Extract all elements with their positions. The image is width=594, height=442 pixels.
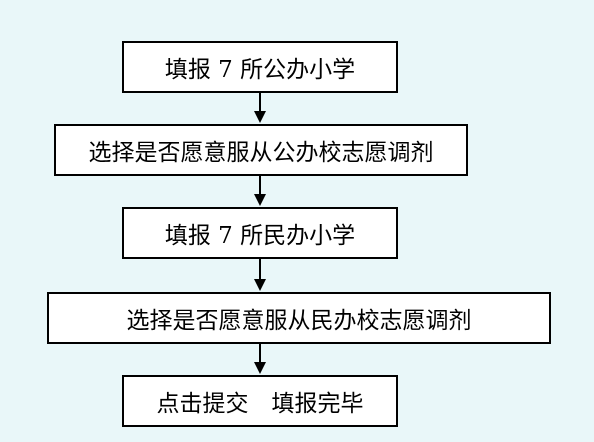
arrow-step4-to-step5 <box>254 344 266 374</box>
step-5-box: 点击提交 填报完毕 <box>122 375 398 427</box>
step-2-box: 选择是否愿意服从公办校志愿调剂 <box>54 124 468 176</box>
step-2-label: 选择是否愿意服从公办校志愿调剂 <box>88 140 434 166</box>
step-3-label: 填报 7 所民办小学 <box>164 223 356 249</box>
step-1-box: 填报 7 所公办小学 <box>122 41 398 93</box>
arrow-step2-to-step3 <box>254 176 266 206</box>
step-3-box: 填报 7 所民办小学 <box>122 207 398 259</box>
step-4-box: 选择是否愿意服从民办校志愿调剂 <box>47 292 551 344</box>
arrow-step1-to-step2 <box>254 93 266 123</box>
arrow-step3-to-step4 <box>254 259 266 291</box>
step-5-label: 点击提交 填报完毕 <box>156 391 364 417</box>
step-1-label: 填报 7 所公办小学 <box>164 57 356 83</box>
step-4-label: 选择是否愿意服从民办校志愿调剂 <box>126 308 472 334</box>
